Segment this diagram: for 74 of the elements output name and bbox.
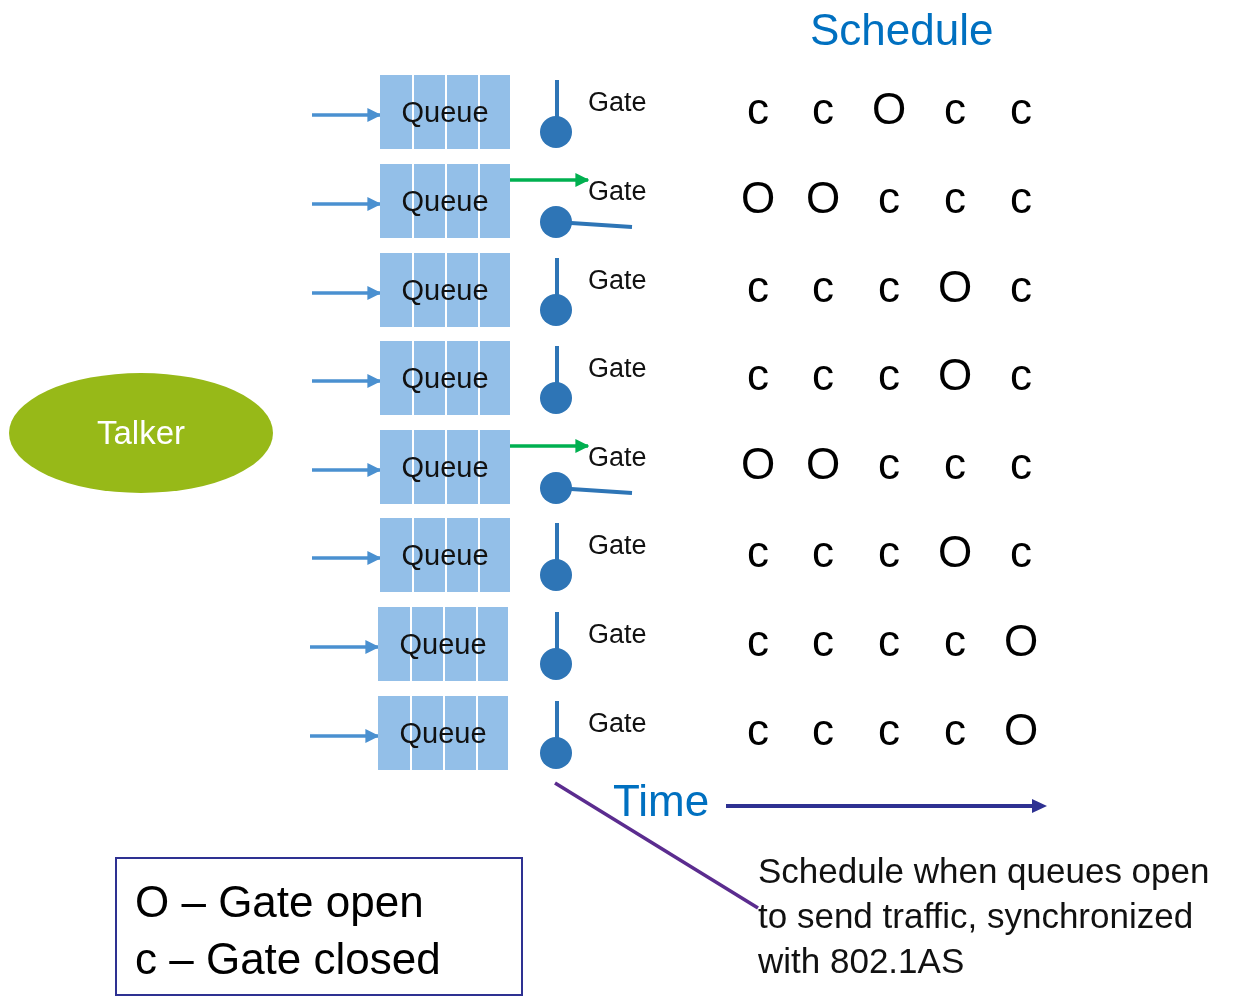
arrow — [312, 374, 382, 388]
gate-state: c — [1009, 442, 1033, 486]
gate-state: c — [877, 530, 901, 574]
arrow — [510, 173, 590, 187]
gate-state: c — [943, 619, 967, 663]
gate-state: O — [806, 442, 840, 486]
gate-state: c — [877, 353, 901, 397]
gate-state: c — [877, 442, 901, 486]
gate-state: c — [746, 530, 770, 574]
gate-state: c — [1009, 353, 1033, 397]
gate-state: c — [811, 87, 835, 131]
gate-state: c — [746, 708, 770, 752]
gate-state: c — [811, 353, 835, 397]
queue-box: Queue — [378, 696, 508, 770]
gate-state: c — [811, 708, 835, 752]
leader-line — [554, 781, 759, 910]
arrow — [312, 197, 382, 211]
gate-state: c — [746, 353, 770, 397]
gate-state: O — [938, 265, 972, 309]
gate-state: c — [943, 708, 967, 752]
talker-ellipse: Talker — [9, 373, 273, 493]
arrow — [510, 439, 590, 453]
gate-state: O — [1004, 619, 1038, 663]
gate-state: c — [943, 442, 967, 486]
gate-state: c — [943, 87, 967, 131]
gate-state: c — [811, 619, 835, 663]
schedule-heading: Schedule — [810, 8, 994, 52]
gate-state: c — [943, 176, 967, 220]
queue-box: Queue — [380, 430, 510, 504]
gate-label: Gate — [588, 529, 668, 561]
annotation-text: Schedule when queues open to send traffic, synchronized with 802.1AS — [758, 848, 1242, 980]
gate-state: O — [806, 176, 840, 220]
arrow — [312, 551, 382, 565]
gate-state: O — [872, 87, 906, 131]
queue-box: Queue — [380, 75, 510, 149]
gate-label: Gate — [588, 707, 668, 739]
gate-label: Gate — [588, 86, 668, 118]
arrow — [312, 108, 382, 122]
gate-state: O — [741, 176, 775, 220]
gate-state: c — [1009, 265, 1033, 309]
legend-box — [115, 857, 523, 996]
gate-state: c — [811, 265, 835, 309]
gate-label: Gate — [588, 618, 668, 650]
arrow — [312, 463, 382, 477]
arrow — [312, 286, 382, 300]
gate-state: c — [1009, 530, 1033, 574]
gate-state: c — [877, 619, 901, 663]
gate-state: c — [746, 87, 770, 131]
gate-state: c — [877, 265, 901, 309]
gate-label: Gate — [588, 441, 668, 473]
gate-label: Gate — [588, 175, 668, 207]
arrow — [310, 640, 380, 654]
gate-state: c — [746, 265, 770, 309]
gate-state: c — [746, 619, 770, 663]
time-label: Time — [613, 779, 710, 823]
gate-state: c — [1009, 87, 1033, 131]
queue-box: Queue — [380, 518, 510, 592]
legend-entry: c – Gate closed — [135, 933, 441, 985]
arrow — [310, 729, 380, 743]
gate-state: O — [1004, 708, 1038, 752]
gate-state: c — [1009, 176, 1033, 220]
gate-state: O — [741, 442, 775, 486]
queue-box: Queue — [378, 607, 508, 681]
gate-state: O — [938, 353, 972, 397]
legend-entry: O – Gate open — [135, 876, 424, 928]
queue-box: Queue — [380, 341, 510, 415]
gate-label: Gate — [588, 264, 668, 296]
gate-state: c — [811, 530, 835, 574]
queue-box: Queue — [380, 253, 510, 327]
queue-box: Queue — [380, 164, 510, 238]
gate-state: c — [877, 708, 901, 752]
gate-state: c — [877, 176, 901, 220]
gate-label: Gate — [588, 352, 668, 384]
gate-state: O — [938, 530, 972, 574]
